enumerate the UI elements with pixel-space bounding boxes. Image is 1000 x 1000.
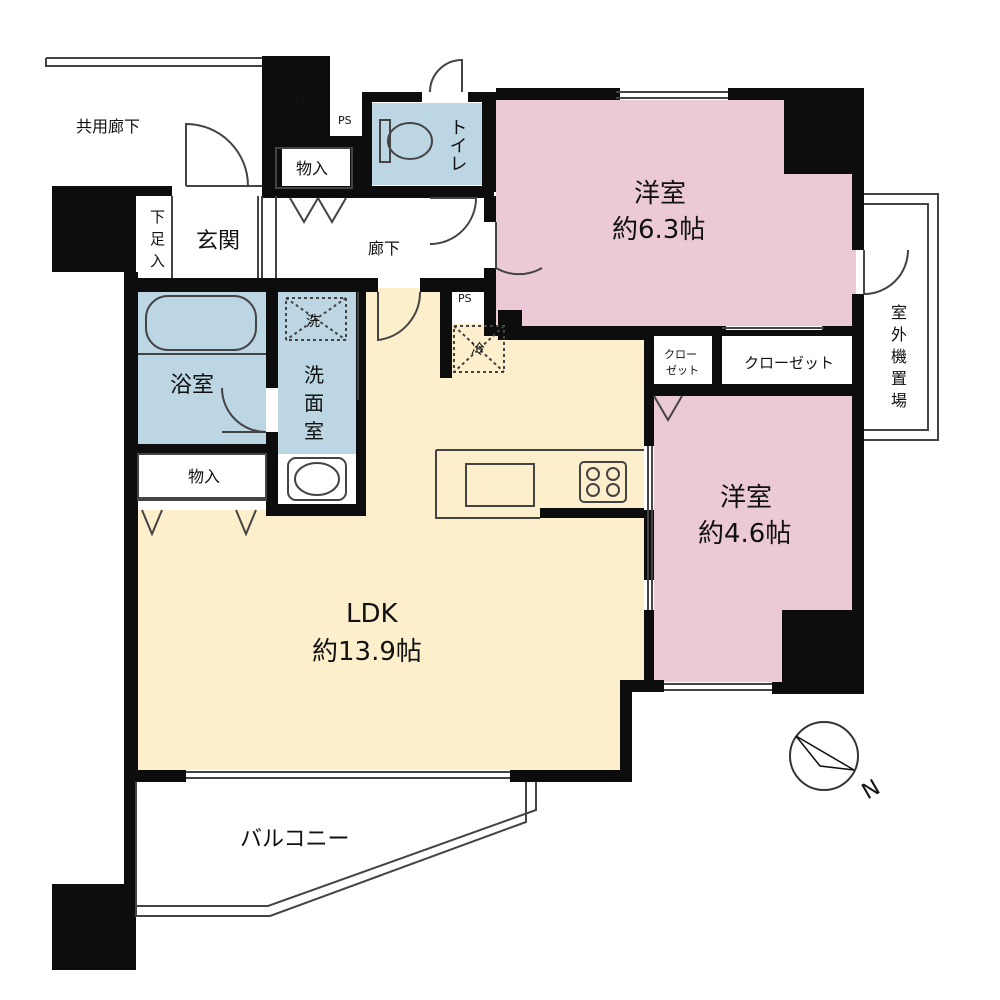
entrance-floor[interactable] bbox=[140, 196, 280, 278]
thin-lines bbox=[45, 57, 939, 917]
compass-icon: N bbox=[789, 721, 885, 805]
ps-top-label: PS bbox=[338, 114, 352, 127]
bathroom-label: 浴室 bbox=[170, 373, 214, 398]
bathroom-floor[interactable] bbox=[138, 292, 266, 444]
washroom-label-1: 洗 bbox=[304, 363, 324, 387]
hallway-floor[interactable] bbox=[282, 198, 492, 278]
compass-north-label: N bbox=[858, 775, 885, 805]
ldk-name: LDK bbox=[346, 599, 399, 629]
shoe-box-label-3: 入 bbox=[150, 252, 165, 270]
storage-top-label: 物入 bbox=[296, 159, 328, 178]
toilet-label: トイレ bbox=[447, 118, 468, 172]
storage-mid-label: 物入 bbox=[188, 467, 220, 486]
outdoor-unit-label-4: 置 bbox=[891, 369, 907, 388]
fridge-label: 冷 bbox=[471, 342, 485, 358]
outdoor-unit-label-1: 室 bbox=[891, 303, 907, 322]
washroom-label-2: 面 bbox=[304, 391, 324, 415]
ldk-floor[interactable] bbox=[138, 288, 644, 770]
closet-large-label: クローゼット bbox=[744, 354, 834, 372]
ldk-size: 約13.9帖 bbox=[312, 637, 422, 667]
labels: 共用廊下 MB PS トイレ 物入 下 足 入 玄関 廊下 洋室 約6.3帖 室… bbox=[76, 92, 907, 852]
shoe-box-label-2: 足 bbox=[150, 230, 165, 248]
walls bbox=[52, 56, 864, 970]
shoe-box-label-1: 下 bbox=[150, 208, 165, 226]
floors bbox=[138, 100, 856, 770]
hallway-label: 廊下 bbox=[368, 239, 400, 258]
bedroom2-name: 洋室 bbox=[720, 483, 772, 513]
outdoor-unit-label-5: 場 bbox=[891, 391, 907, 410]
ps-mid-label: PS bbox=[458, 292, 472, 305]
bedroom2-size: 約4.6帖 bbox=[698, 519, 791, 549]
outdoor-unit-label-2: 外 bbox=[891, 325, 907, 344]
bedroom1-size: 約6.3帖 bbox=[612, 215, 705, 245]
outdoor-unit-label-3: 機 bbox=[891, 347, 907, 366]
closet-small-label-2: ゼット bbox=[666, 364, 699, 377]
entrance-label: 玄関 bbox=[196, 229, 240, 254]
bedroom1-name: 洋室 bbox=[634, 179, 686, 209]
mb-label: MB bbox=[282, 92, 305, 110]
closet-small-label-1: クロー bbox=[664, 348, 697, 361]
balcony-label: バルコニー bbox=[240, 827, 350, 852]
washer-label: 洗 bbox=[306, 314, 320, 330]
common-corridor-label: 共用廊下 bbox=[76, 117, 140, 136]
washroom-label-3: 室 bbox=[304, 419, 324, 443]
